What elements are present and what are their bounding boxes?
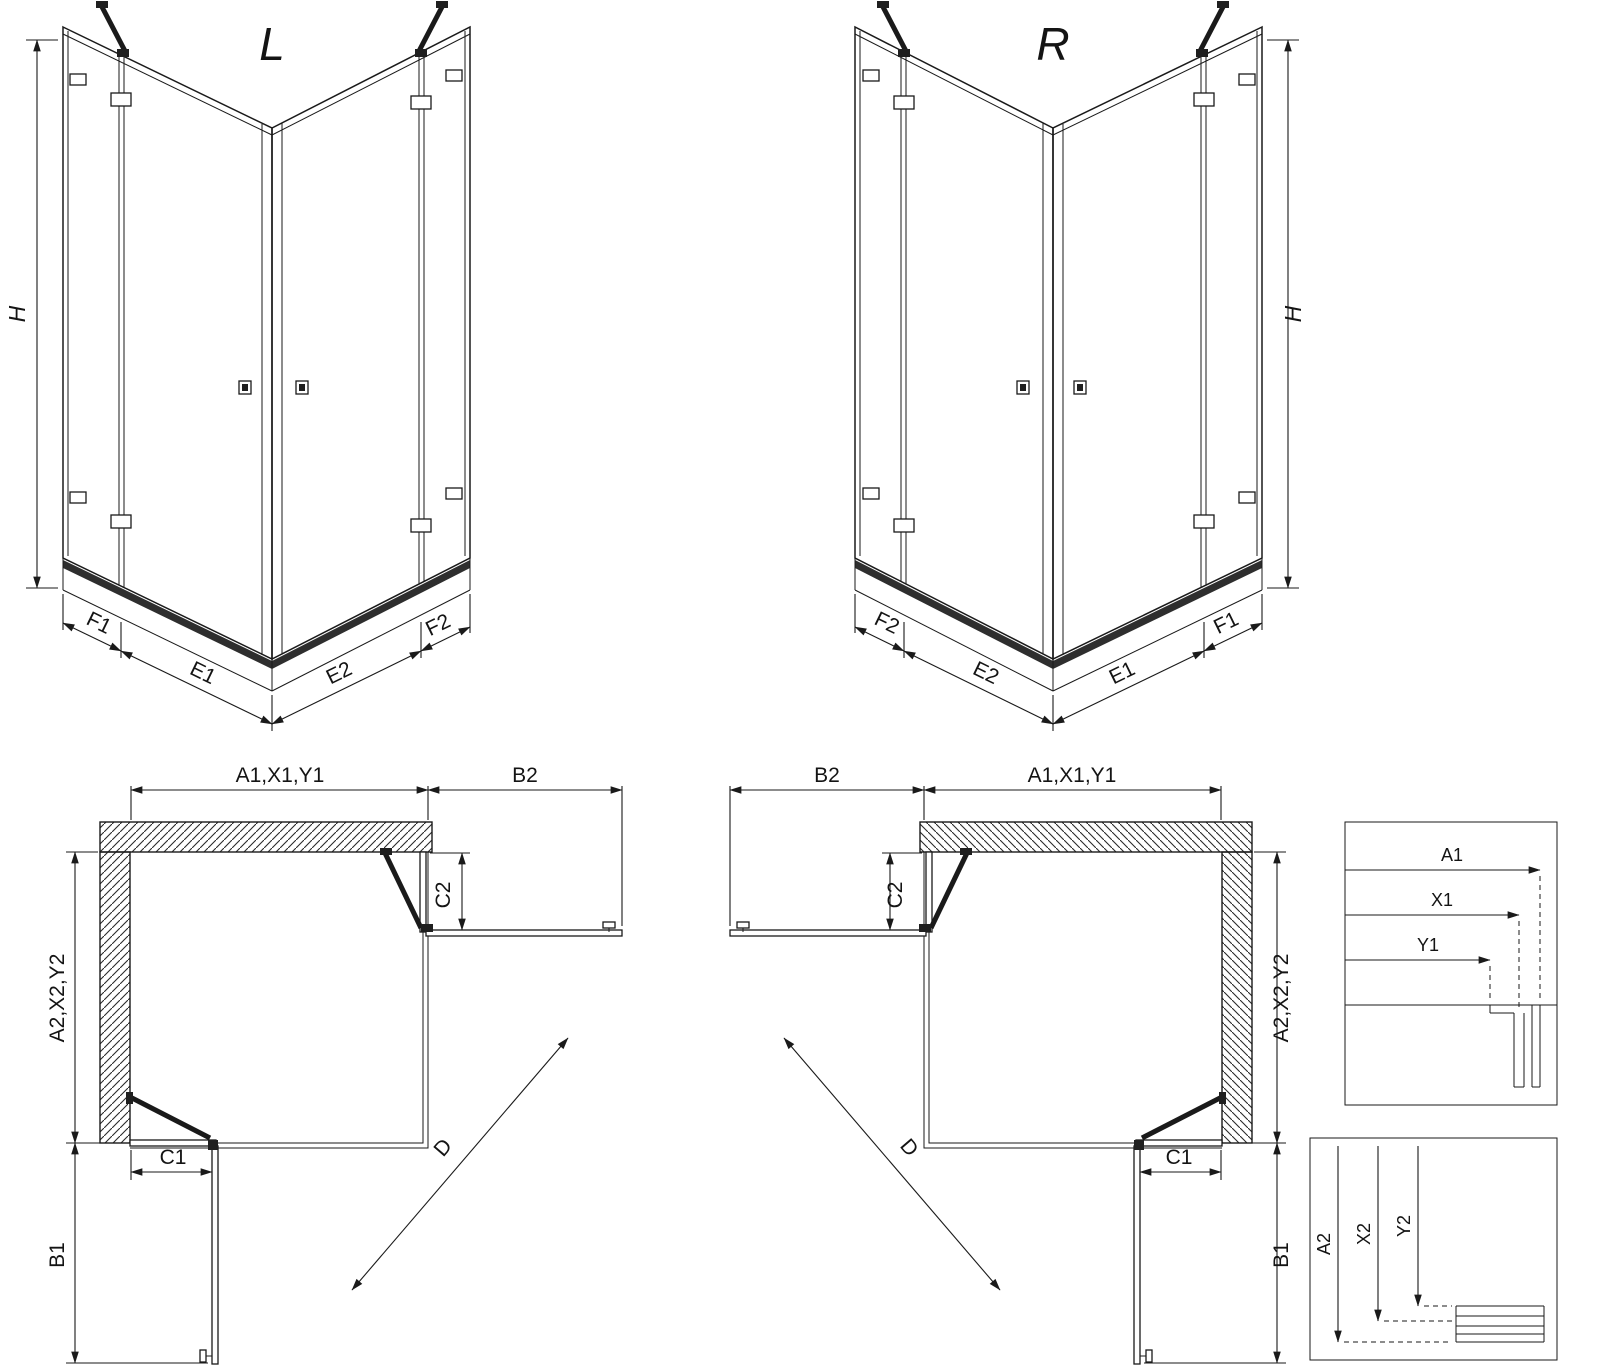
dim-label-b2-plan-right: B2	[814, 764, 840, 787]
dim-label-c2-plan-left: C2	[432, 882, 455, 909]
dim-label-h-right: H	[1280, 305, 1306, 322]
wall-profile-detail-top	[1345, 1004, 1557, 1088]
dim-label-a2-plan-left: A2,X2,Y2	[46, 954, 69, 1043]
dim-label-a1-plan-right: A1,X1,Y1	[1028, 764, 1117, 787]
detail-label-y2: Y2	[1394, 1215, 1414, 1237]
dim-label-e2-left: E2	[323, 657, 356, 689]
dim-label-c2-plan-right: C2	[884, 882, 907, 909]
dim-label-c1-plan-left: C1	[160, 1146, 187, 1169]
detail-label-y1: Y1	[1417, 935, 1439, 955]
variant-label-left: L	[259, 18, 285, 70]
detail-width-frame	[1344, 821, 1558, 1106]
dim-label-b2-plan-left: B2	[512, 764, 538, 787]
detail-label-x2: X2	[1354, 1223, 1374, 1245]
plan-view-right: B2 A1,X1,Y1 C2 A2,X2,Y2 C1 B1 D	[730, 764, 1293, 1364]
dim-label-d-plan-left: D	[429, 1135, 456, 1161]
detail-label-a1: A1	[1441, 845, 1463, 865]
detail-depth-box: A2 X2 Y2	[1309, 1137, 1558, 1361]
dim-label-f1-right: F1	[1210, 607, 1242, 638]
plan-geometry-left	[66, 786, 622, 1364]
perspective-view-left: L H F1 E1 E2 F2	[4, 1, 470, 731]
plan-view-left: A1,X1,Y1 B2 C2 A2,X2,Y2 C1 B1 D	[46, 764, 622, 1364]
detail-width-box: A1 X1 Y1	[1344, 821, 1558, 1106]
wall-profile-detail-bottom	[1455, 1305, 1545, 1343]
dim-label-b1-plan-left: B1	[46, 1242, 69, 1268]
dim-label-a2-plan-right: A2,X2,Y2	[1270, 954, 1293, 1043]
plan-geometry-right	[730, 786, 1286, 1364]
dim-label-f1-left: F1	[83, 607, 115, 638]
dim-label-e1-left: E1	[186, 657, 219, 689]
detail-depth-frame	[1309, 1137, 1558, 1361]
detail-label-a2: A2	[1314, 1233, 1334, 1255]
dim-label-a1-plan-left: A1,X1,Y1	[236, 764, 325, 787]
dim-label-b1-plan-right: B1	[1270, 1242, 1293, 1268]
dim-label-h-left: H	[4, 305, 30, 322]
detail-label-x1: X1	[1431, 890, 1453, 910]
perspective-view-right: R H F2 E2 E1 F1	[855, 1, 1306, 731]
dim-label-e1-right: E1	[1106, 657, 1139, 689]
dim-label-e2-right: E2	[969, 657, 1002, 689]
variant-label-right: R	[1036, 18, 1069, 70]
dim-label-c1-plan-right: C1	[1166, 1146, 1193, 1169]
dim-label-d-plan-right: D	[895, 1135, 922, 1161]
dim-label-f2-left: F2	[422, 609, 454, 640]
